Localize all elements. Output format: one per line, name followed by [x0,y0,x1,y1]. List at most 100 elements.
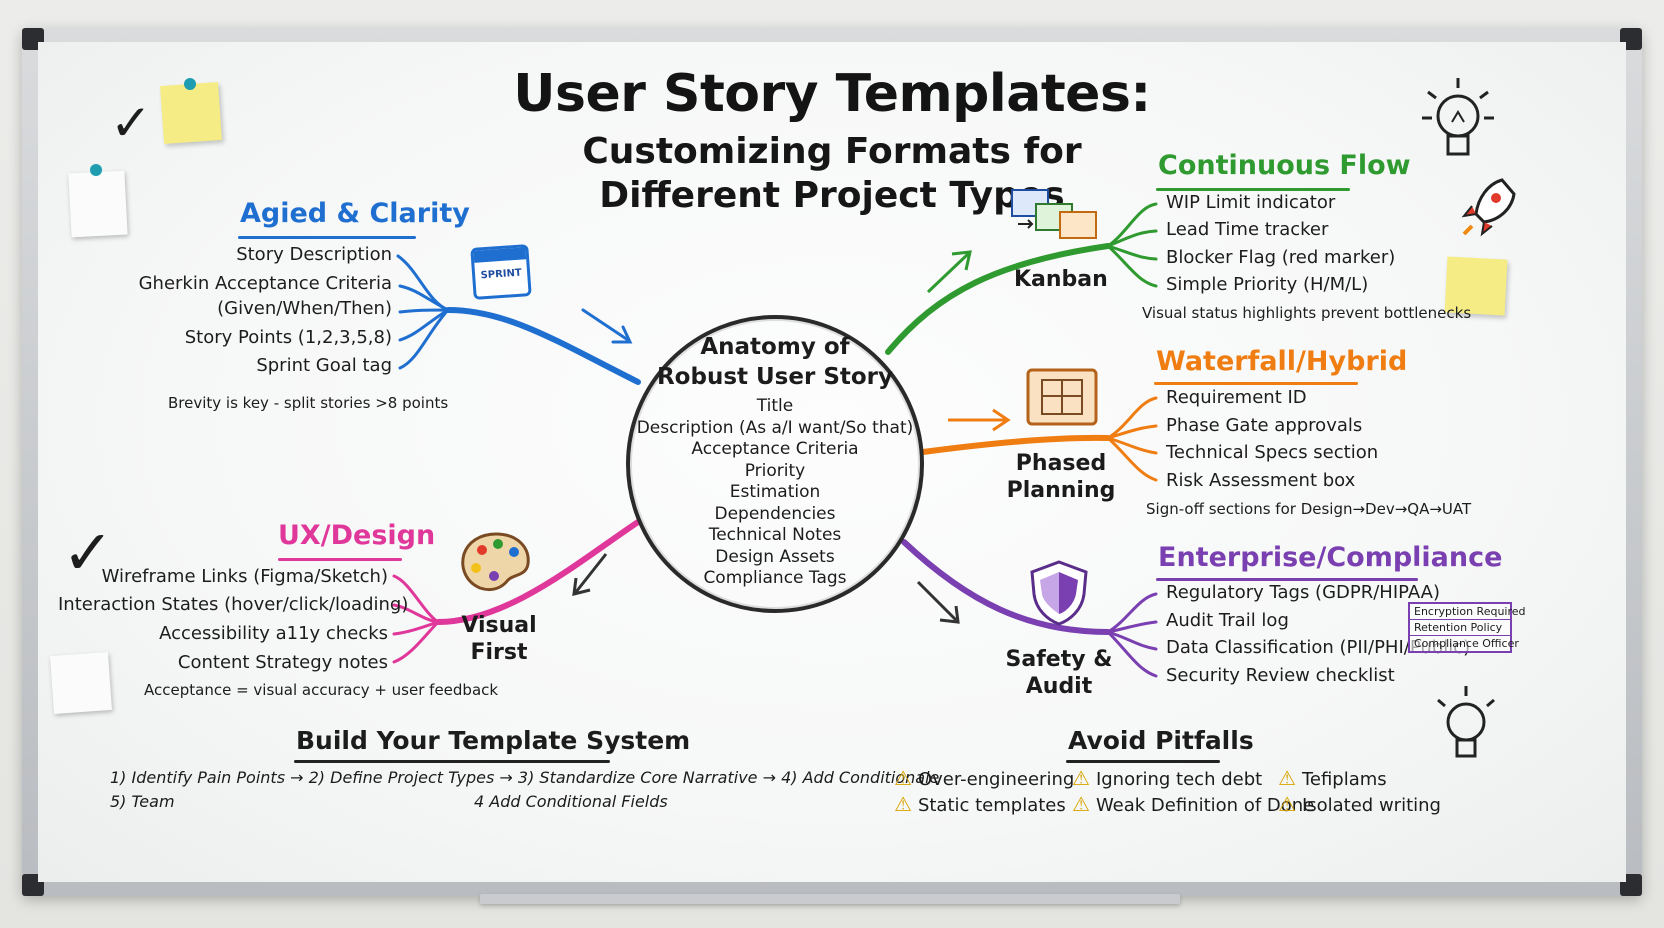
enterprise-item-security-review: Security Review checklist [1166,665,1395,686]
center-item-compliance-tags: Compliance Tags [703,568,847,588]
shield-icon [1030,560,1088,626]
center-title-line-1: Anatomy of [700,334,850,360]
mindmap-branches [392,202,1158,678]
checkmark-icon: ✓ [110,94,152,152]
center-item-dependencies: Dependencies [714,503,836,524]
waterfall-heading: Waterfall/Hybrid [1156,346,1408,377]
tag-retention: Retention Policy [1410,620,1510,636]
waterfall-underline [1154,382,1358,385]
kanban-item-priority: Simple Priority (H/M/L) [1166,274,1369,295]
waterfall-branch-line-2: Planning [1006,478,1116,503]
waterfall-branch-line-1: Phased [1015,451,1107,476]
ux-note: Acceptance = visual accuracy + user feed… [144,681,499,699]
center-content: Anatomy of Robust User Story Title Descr… [626,332,924,590]
calendar-label: SPRINT [480,267,523,282]
kanban-item-blocker: Blocker Flag (red marker) [1166,247,1396,268]
ux-branch-label: Visual First [454,612,544,666]
ux-branch-line-2: First [470,640,528,665]
whiteboard: User Story Templates: Customizing Format… [38,42,1626,882]
waterfall-item-requirement: Requirement ID [1166,387,1307,408]
lightbulb-icon [1437,686,1495,758]
page-subtitle: Customizing Formats for Different Projec… [38,130,1626,218]
paper-note [68,170,128,238]
build-steps-line-1: 1) Identify Pain Points → 2) Define Proj… [110,768,940,787]
ux-underline [278,558,402,561]
center-item-acceptance: Acceptance Criteria [691,439,859,459]
waterfall-note: Sign-off sections for Design→Dev→QA→UAT [1146,500,1472,518]
calendar-header [473,247,527,263]
calendar-icon: SPRINT [470,244,532,300]
ux-item-content-strategy: Content Strategy notes [177,652,388,673]
compliance-tag-box: Encryption Required Retention Policy Com… [1408,602,1526,653]
pitfall-label: Weak Definition of Done [1095,795,1315,816]
pitfall-label: Tefiplams [1301,769,1387,790]
build-underline [294,760,610,763]
center-title-line-2: Robust User Story [656,364,894,390]
waterfall-branch-label: Phased Planning [1006,450,1116,504]
pitfall-definition-of-done: ⚠Weak Definition of Done [1072,792,1314,816]
lightbulb-icon [1422,78,1494,156]
center-item-estimation: Estimation [729,482,821,502]
enterprise-item-audit-trail: Audit Trail log [1166,610,1289,631]
warning-icon: ⚠ [1072,766,1090,790]
enterprise-branch-line-1: Safety & [1005,647,1113,672]
push-pin-icon [90,164,102,176]
warning-icon: ⚠ [1278,792,1296,816]
enterprise-branch-label: Safety & Audit [1004,646,1114,700]
kanban-item-lead-time: Lead Time tracker [1166,219,1329,240]
ux-item-accessibility: Accessibility a11y checks [159,623,388,644]
waterfall-item-risk: Risk Assessment box [1166,470,1356,491]
ux-branch-line-1: Visual [461,613,537,638]
agile-item-sprint-goal: Sprint Goal tag [256,355,392,376]
center-item-technical-notes: Technical Notes [708,525,842,545]
enterprise-heading: Enterprise/Compliance [1158,542,1503,573]
pitfalls-underline [1066,760,1220,763]
pitfall-static-templates: ⚠Static templates [894,792,1066,816]
subtitle-line-1: Customizing Formats for [582,131,1082,172]
blueprint-icon [1026,368,1098,426]
ux-item-interaction: Interaction States (hover/click/loading) [58,594,409,615]
pitfalls-heading: Avoid Pitfalls [1068,726,1254,755]
pitfall-isolated-writing: ⚠Isolated writing [1278,792,1441,816]
pitfall-label: Static templates [917,795,1066,816]
center-circle [626,315,924,613]
build-steps-line-2a: 5) Team [110,792,175,811]
pitfall-label: Ignoring tech debt [1095,769,1263,790]
warning-icon: ⚠ [1072,792,1090,816]
page-title: User Story Templates: [513,64,1151,124]
pitfall-label: Over-engineering [917,769,1075,790]
center-item-priority: Priority [744,460,806,481]
tag-officer: Compliance Officer [1414,637,1519,650]
kanban-underline [1156,188,1350,191]
push-pin-icon [184,78,196,90]
pitfall-tech-debt: ⚠Ignoring tech debt [1072,766,1262,790]
subtitle-line-2: Different Project Types [599,175,1065,216]
build-heading: Build Your Template System [296,726,691,755]
center-item-title: Title [756,396,794,416]
ux-heading: UX/Design [278,520,436,551]
agile-item-story-description: Story Description [236,244,392,265]
center-item-design-assets: Design Assets [715,546,835,567]
warning-icon: ⚠ [894,766,912,790]
checkmark-icon: ✓ [62,516,114,589]
pitfall-label: Isolated writing [1301,795,1441,816]
build-steps-line-2b: 4 Add Conditional Fields [474,792,668,811]
rocket-icon [1461,178,1516,237]
waterfall-item-phase-gate: Phase Gate approvals [1166,415,1363,436]
enterprise-branch-line-2: Audit [1025,674,1093,699]
waterfall-item-technical-specs: Technical Specs section [1166,442,1379,463]
agile-item-gherkin: Gherkin Acceptance Criteria [138,273,392,294]
agile-heading: Agied & Clarity [240,198,470,229]
ux-item-wireframe: Wireframe Links (Figma/Sketch) [101,566,388,587]
kanban-cards-icon [1011,189,1097,239]
agile-item-given-when-then: (Given/When/Then) [217,298,392,319]
kanban-item-wip: WIP Limit indicator [1166,192,1336,213]
kanban-heading: Continuous Flow [1158,150,1411,181]
enterprise-item-data-classification: Data Classification (PII/PHI/Public) [1166,637,1471,658]
kanban-branch-label: Kanban [1014,267,1108,292]
palette-icon [461,532,530,592]
agile-item-story-points: Story Points (1,2,3,5,8) [184,327,392,348]
kanban-note: Visual status highlights prevent bottlen… [1142,304,1472,322]
pitfall-tefiplams: ⚠Tefiplams [1278,766,1387,790]
warning-icon: ⚠ [1278,766,1296,790]
